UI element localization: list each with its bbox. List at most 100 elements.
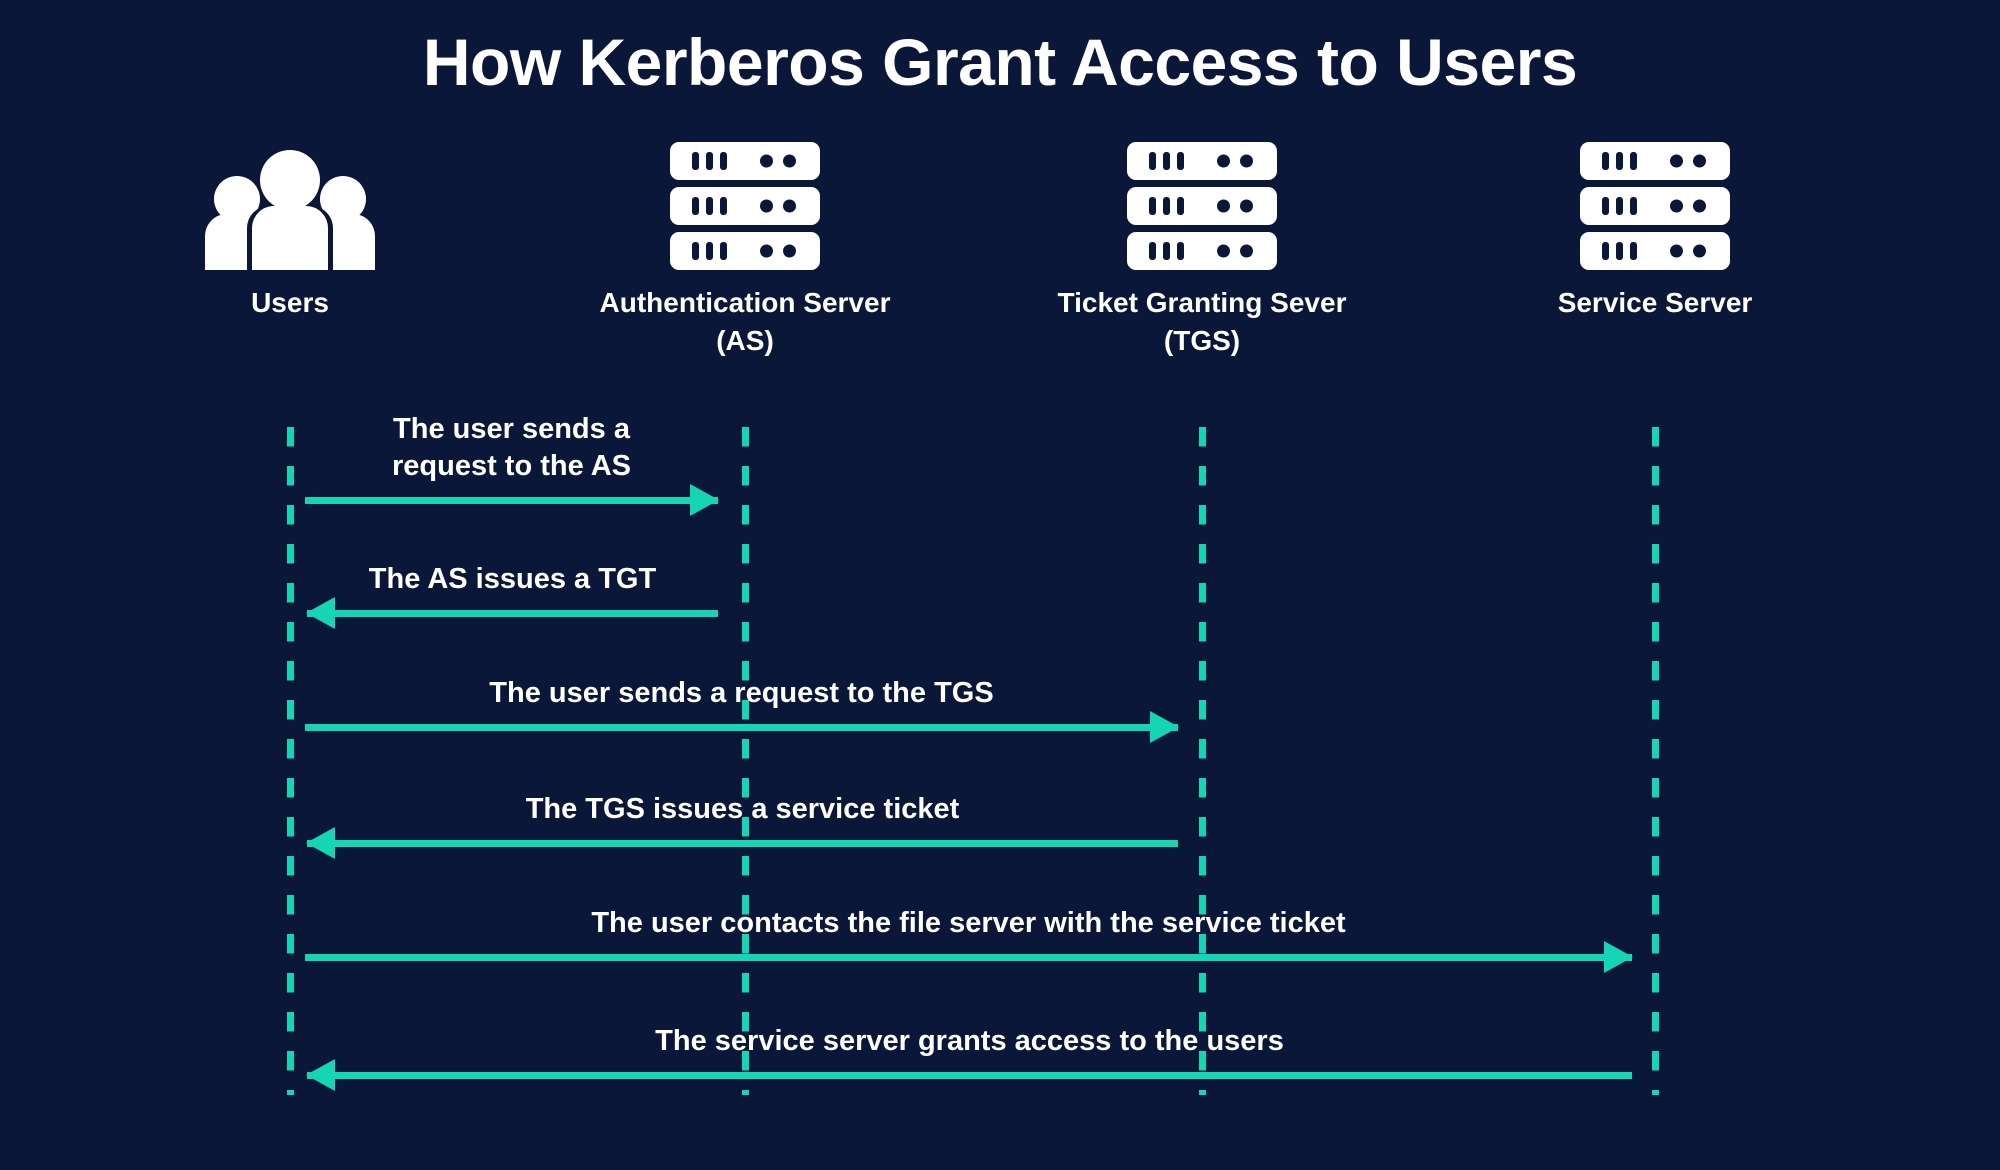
server-led-dot <box>1693 154 1706 168</box>
server-led-dot <box>1240 244 1253 258</box>
actor-label-users: Users <box>251 287 329 318</box>
lifeline-service <box>1652 427 1659 1095</box>
server-icon <box>670 142 820 270</box>
actor-icon-as <box>565 140 925 270</box>
server-vent-bar <box>706 152 713 170</box>
message-line-msg-5 <box>305 954 1632 961</box>
arrowhead-left-icon <box>306 827 335 859</box>
message-line-msg-6 <box>307 1072 1632 1079</box>
users-icon <box>205 150 375 270</box>
server-vent-bars <box>692 197 727 215</box>
server-led-dot <box>1670 154 1683 168</box>
message-label-msg-1: The user sends a request to the AS <box>391 412 631 483</box>
actor-users[interactable]: Users <box>110 140 470 322</box>
server-rack-unit <box>1127 187 1277 225</box>
server-led-dots <box>1217 199 1253 213</box>
server-led-dots <box>760 199 796 213</box>
actor-as[interactable]: Authentication Server (AS) <box>565 140 925 360</box>
server-vent-bars <box>1602 242 1637 260</box>
server-vent-bar <box>706 197 713 215</box>
server-led-dot <box>1217 199 1230 213</box>
server-led-dots <box>760 244 796 258</box>
server-rack-unit <box>1580 142 1730 180</box>
server-vent-bar <box>692 242 699 260</box>
message-label-msg-2: The AS issues a TGT <box>368 563 657 596</box>
user-body-center <box>252 206 328 270</box>
server-led-dot <box>783 154 796 168</box>
server-vent-bar <box>692 197 699 215</box>
server-vent-bar <box>720 242 727 260</box>
message-line-msg-2 <box>307 610 718 617</box>
message-label-msg-5: The user contacts the file server with t… <box>591 907 1346 940</box>
actor-service[interactable]: Service Server <box>1475 140 1835 322</box>
arrowhead-right-icon <box>1150 711 1179 743</box>
actor-label-tgs: Ticket Granting Sever (TGS) <box>1057 287 1347 356</box>
arrowhead-left-icon <box>306 1059 335 1091</box>
server-vent-bar <box>1163 242 1170 260</box>
server-led-dot <box>760 199 773 213</box>
user-head-center <box>260 150 320 210</box>
server-rack-unit <box>1127 142 1277 180</box>
actor-label-service: Service Server <box>1557 287 1753 318</box>
server-vent-bar <box>1602 152 1609 170</box>
server-led-dot <box>760 154 773 168</box>
server-led-dots <box>1217 244 1253 258</box>
server-led-dots <box>1670 199 1706 213</box>
server-vent-bars <box>1602 197 1637 215</box>
actor-tgs[interactable]: Ticket Granting Sever (TGS) <box>1022 140 1382 360</box>
server-vent-bar <box>1616 152 1623 170</box>
server-led-dot <box>1217 244 1230 258</box>
actor-icon-service <box>1475 140 1835 270</box>
server-vent-bar <box>1616 242 1623 260</box>
server-led-dots <box>760 154 796 168</box>
arrowhead-right-icon <box>690 484 719 516</box>
message-label-msg-3: The user sends a request to the TGS <box>489 677 994 710</box>
arrowhead-right-icon <box>1604 941 1633 973</box>
lifeline-tgs <box>1199 427 1206 1095</box>
server-led-dot <box>1670 244 1683 258</box>
server-led-dots <box>1217 154 1253 168</box>
server-led-dot <box>1670 199 1683 213</box>
server-vent-bar <box>706 242 713 260</box>
server-led-dots <box>1670 154 1706 168</box>
server-vent-bars <box>1149 197 1184 215</box>
server-vent-bar <box>1163 152 1170 170</box>
server-rack-unit <box>670 187 820 225</box>
server-vent-bars <box>1602 152 1637 170</box>
server-rack-unit <box>670 142 820 180</box>
actor-icon-tgs <box>1022 140 1382 270</box>
server-vent-bars <box>1149 152 1184 170</box>
server-led-dot <box>783 199 796 213</box>
actor-label-as: Authentication Server (AS) <box>599 287 891 356</box>
server-vent-bar <box>1177 242 1184 260</box>
server-vent-bar <box>1177 152 1184 170</box>
arrowhead-left-icon <box>306 597 335 629</box>
message-label-msg-6: The service server grants access to the … <box>655 1025 1284 1058</box>
server-vent-bar <box>1602 242 1609 260</box>
server-vent-bar <box>1149 242 1156 260</box>
server-vent-bar <box>720 152 727 170</box>
page-title: How Kerberos Grant Access to Users <box>422 25 1578 99</box>
server-vent-bar <box>720 197 727 215</box>
server-vent-bar <box>1149 197 1156 215</box>
server-vent-bar <box>1602 197 1609 215</box>
server-led-dot <box>1217 154 1230 168</box>
server-vent-bars <box>1149 242 1184 260</box>
actor-icon-users <box>110 140 470 270</box>
server-vent-bar <box>1630 242 1637 260</box>
server-vent-bar <box>1630 197 1637 215</box>
message-label-msg-4: The TGS issues a service ticket <box>525 793 960 826</box>
server-led-dot <box>783 244 796 258</box>
message-line-msg-1 <box>305 497 718 504</box>
server-rack-unit <box>1580 232 1730 270</box>
server-rack-unit <box>1580 187 1730 225</box>
server-vent-bar <box>1177 197 1184 215</box>
server-led-dot <box>1693 199 1706 213</box>
server-led-dot <box>1240 199 1253 213</box>
server-vent-bar <box>1630 152 1637 170</box>
server-led-dot <box>1693 244 1706 258</box>
message-line-msg-4 <box>307 840 1178 847</box>
server-vent-bar <box>1163 197 1170 215</box>
server-icon <box>1127 142 1277 270</box>
